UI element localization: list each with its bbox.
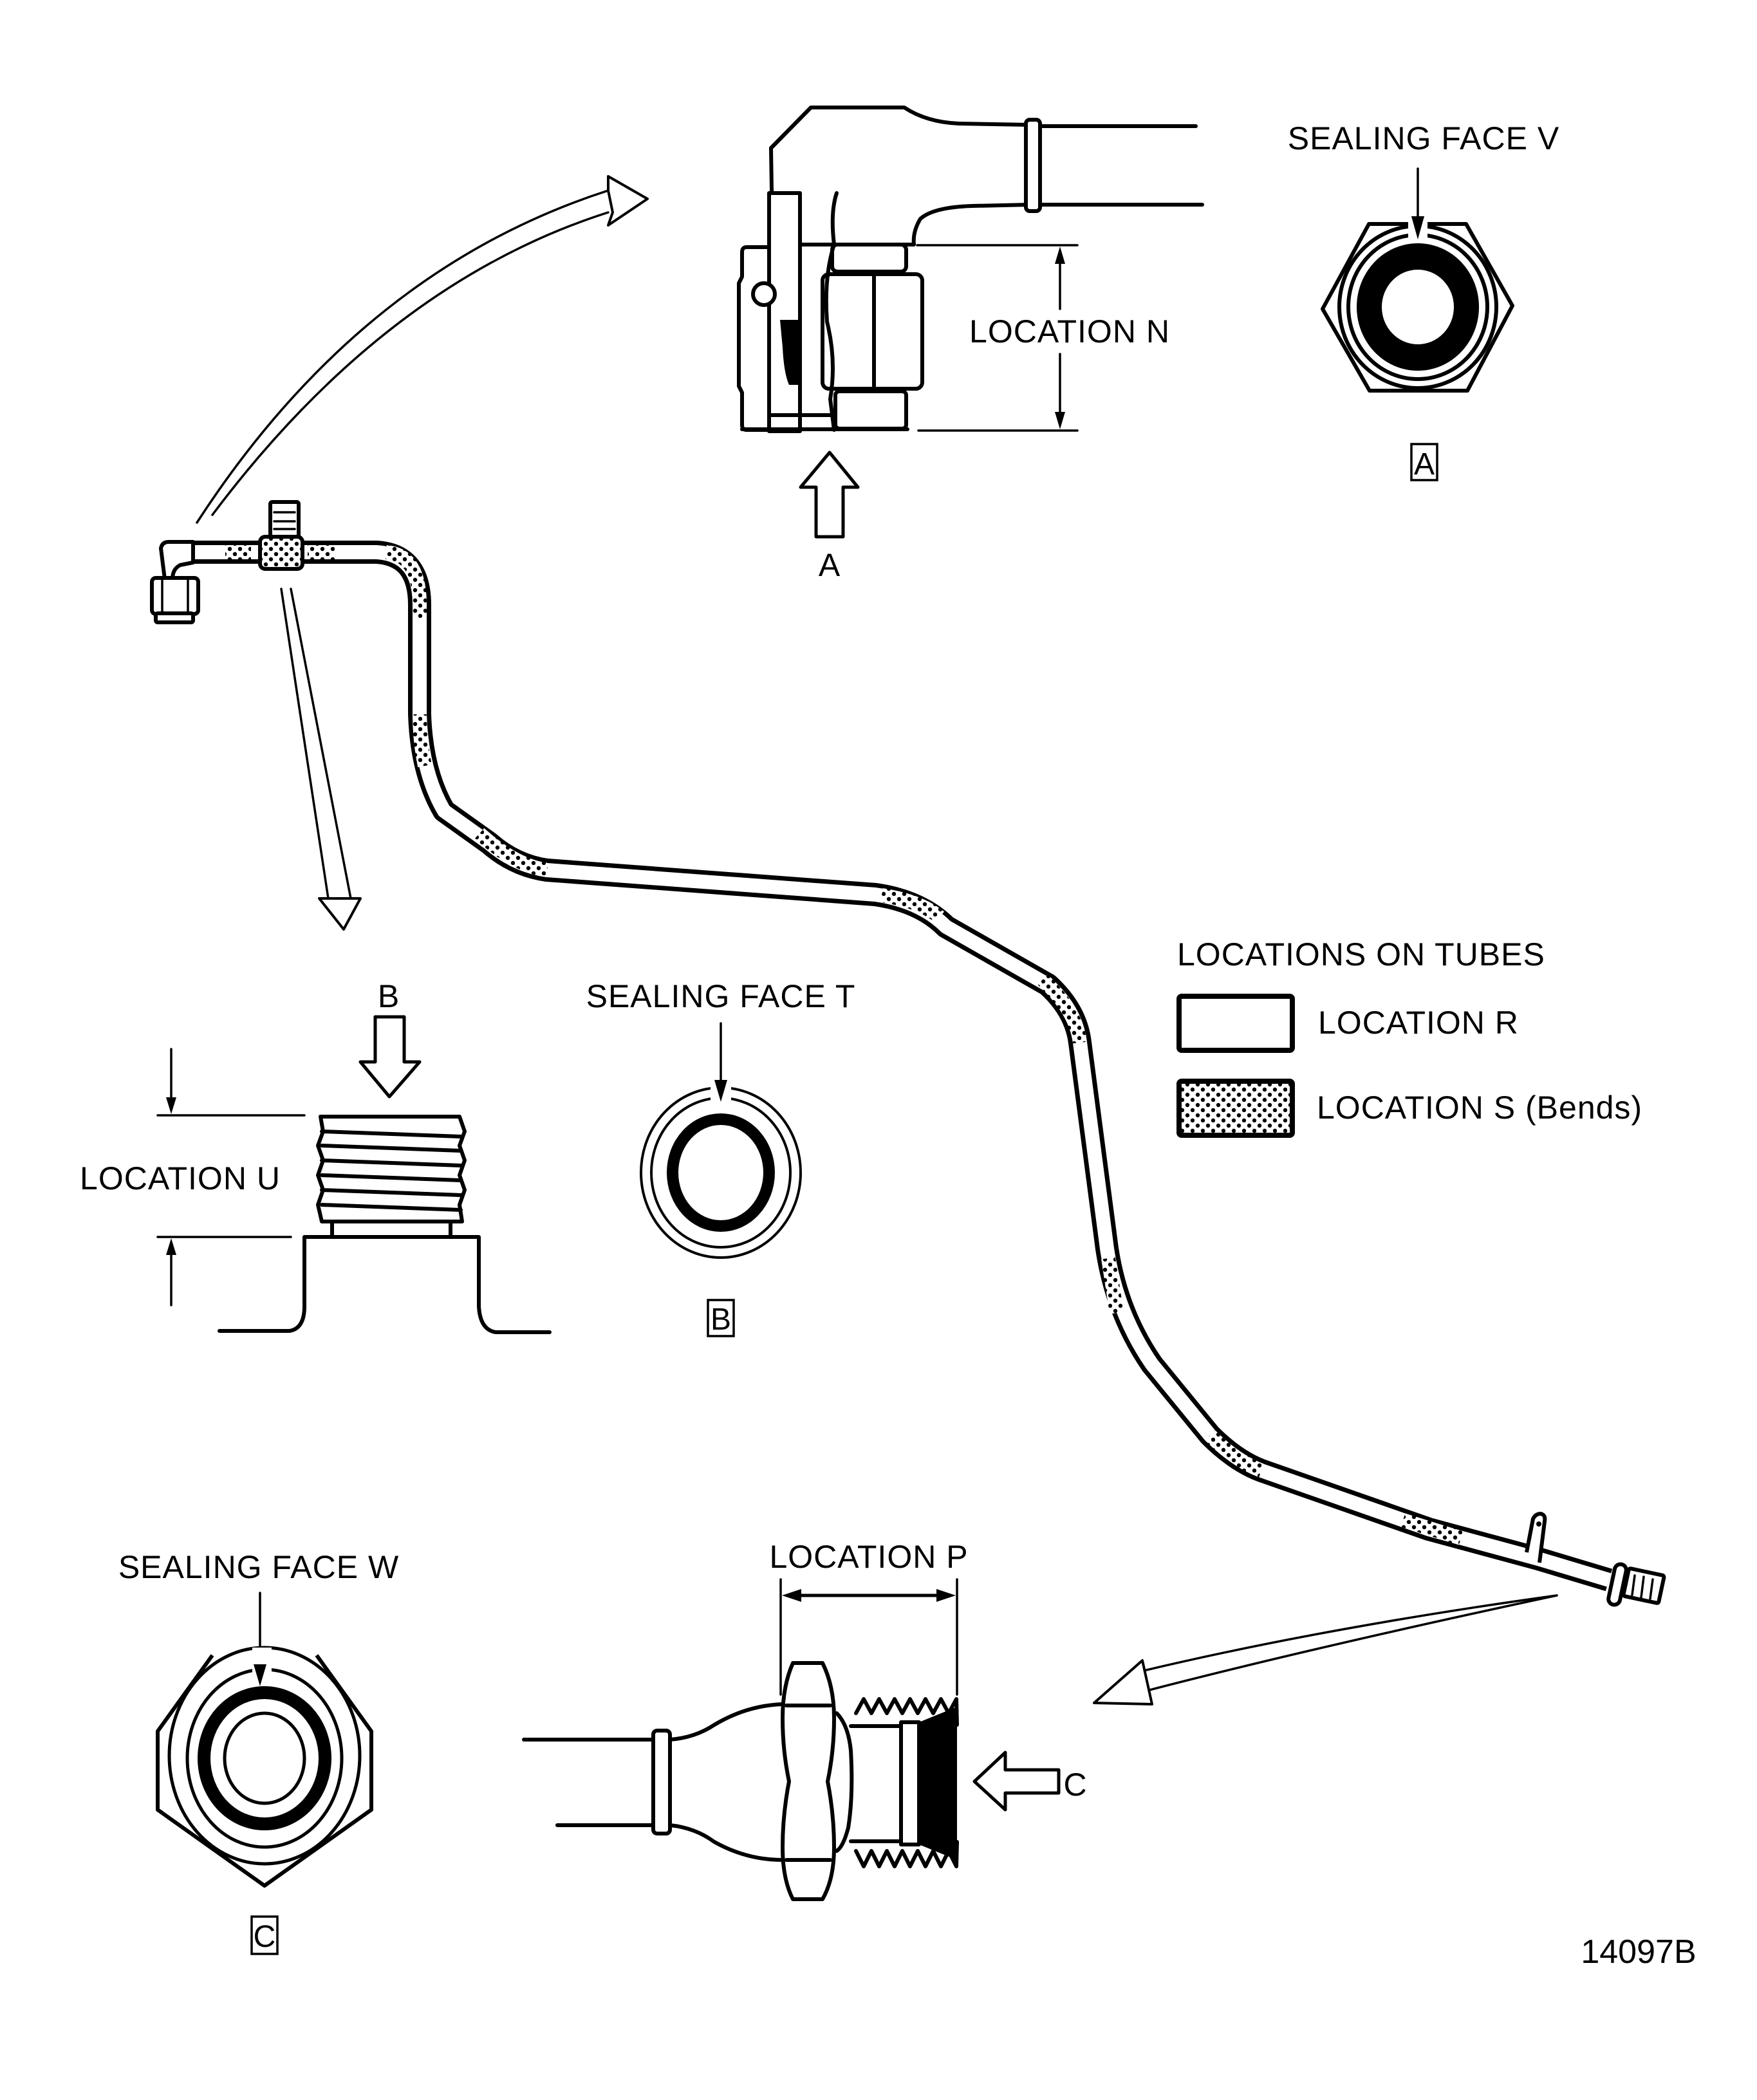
dimension-arrowhead [1055, 412, 1065, 429]
location-u-label: LOCATION U [80, 1160, 281, 1196]
view-arrow-a [799, 451, 860, 539]
bore [678, 1125, 763, 1220]
fitting-body-edge [835, 1711, 854, 1853]
detail-threaded-port: B LOCATION U [80, 978, 552, 1334]
dimension-arrowhead [782, 1589, 801, 1602]
view-box-c-label: C [254, 1920, 276, 1954]
view-box-a [1410, 443, 1438, 481]
bend-markings [225, 545, 1464, 1545]
detail-end-fitting: LOCATION P C [522, 1539, 1087, 1901]
flare-top [668, 1702, 785, 1742]
thread-line [1640, 1575, 1645, 1599]
legend-swatch-location-s [1176, 1079, 1295, 1138]
tee-body [258, 535, 304, 571]
bend-marking [474, 828, 548, 877]
view-arrow-b [358, 1015, 422, 1099]
bend-marking [1037, 974, 1087, 1044]
figure-number: 14097B [1581, 1933, 1696, 1971]
view-box-c [250, 1915, 279, 1955]
port-boss [218, 1235, 552, 1334]
sealing-face-v-label: SEALING FACE V [1288, 120, 1559, 156]
legend-label-location-r: LOCATION R [1318, 1005, 1519, 1041]
view-arrow-c-label: C [1063, 1767, 1087, 1803]
elbow-chamfer [769, 106, 813, 150]
tube-band [1024, 118, 1042, 213]
sealing-face-w-view: SEALING FACE W C [118, 1549, 399, 1955]
callout-arrow-to-view-c [1093, 1594, 1558, 1705]
callout-arrow-to-view-a [196, 175, 649, 524]
dimension-arrowhead [166, 1097, 176, 1114]
lock-ball [751, 281, 777, 307]
port-threads [316, 1115, 467, 1223]
thread-line [1649, 1578, 1654, 1600]
legend-title: LOCATIONS ON TUBES [1177, 936, 1545, 972]
legend-label-location-s: LOCATION S (Bends) [1317, 1090, 1642, 1126]
nut-top-collar [830, 243, 908, 274]
sealing-face-w-label: SEALING FACE W [118, 1549, 399, 1585]
seal-section [780, 320, 800, 385]
sealing-face-v-view: SEALING FACE V A [1288, 120, 1559, 481]
tab-hole [1536, 1521, 1541, 1527]
bend-marking [1205, 1430, 1265, 1478]
location-p-label: LOCATION P [769, 1539, 968, 1575]
bore [1382, 270, 1454, 344]
nut-cap [154, 611, 195, 624]
sealing-face-w [919, 1707, 957, 1860]
detail-elbow-fitting: LOCATION N A [737, 106, 1204, 583]
view-arrow-a-label: A [819, 547, 841, 583]
leader-arrowhead [714, 1080, 727, 1102]
sealing-face-rim [899, 1720, 921, 1846]
thread-neck [330, 1220, 452, 1239]
bend-marking [385, 545, 427, 618]
view-box-b-label: B [711, 1303, 731, 1337]
flare-bottom [668, 1823, 785, 1862]
hex-nut [781, 1661, 836, 1901]
callout-arrow-to-view-b [280, 588, 362, 931]
view-box-a-label: A [1414, 447, 1435, 481]
end-nut [1606, 1562, 1628, 1607]
inner-sleeve [767, 191, 802, 433]
fitting-housing [737, 245, 771, 432]
dimension-arrowhead [166, 1238, 176, 1255]
bend-marking [1400, 1513, 1464, 1545]
nut-bottom-collar [833, 389, 908, 431]
dimension-arrowhead [936, 1589, 956, 1602]
location-n-label: LOCATION N [969, 313, 1170, 349]
legend: LOCATIONS ON TUBES LOCATION R LOCATION S… [1176, 936, 1642, 1138]
leader-arrowhead [254, 1664, 266, 1686]
legend-swatch-location-r [1176, 994, 1295, 1053]
thread-line [1631, 1574, 1636, 1596]
view-arrow-b-label: B [378, 978, 400, 1014]
tube-band [651, 1729, 672, 1835]
sealing-face-t-view: SEALING FACE T B [586, 978, 856, 1337]
cutaway-edge [824, 191, 839, 432]
elbow-nut [150, 576, 200, 616]
leader-arrowhead [1411, 216, 1424, 239]
thread-top [854, 1697, 959, 1727]
sealing-face-t-label: SEALING FACE T [586, 978, 856, 1014]
tee-stem [268, 500, 301, 539]
elbow-fitting [159, 540, 195, 581]
dimension-arrowhead [1055, 246, 1065, 264]
tube-assembly [150, 500, 1666, 1607]
bore [223, 1711, 306, 1805]
elbow-body [769, 106, 1032, 246]
view-arrow-c [972, 1751, 1061, 1812]
bend-marking [1101, 1257, 1124, 1314]
thread-bottom [854, 1840, 959, 1868]
bend-marking [880, 888, 945, 923]
bend-marking [413, 714, 432, 768]
view-box-b [707, 1299, 735, 1337]
